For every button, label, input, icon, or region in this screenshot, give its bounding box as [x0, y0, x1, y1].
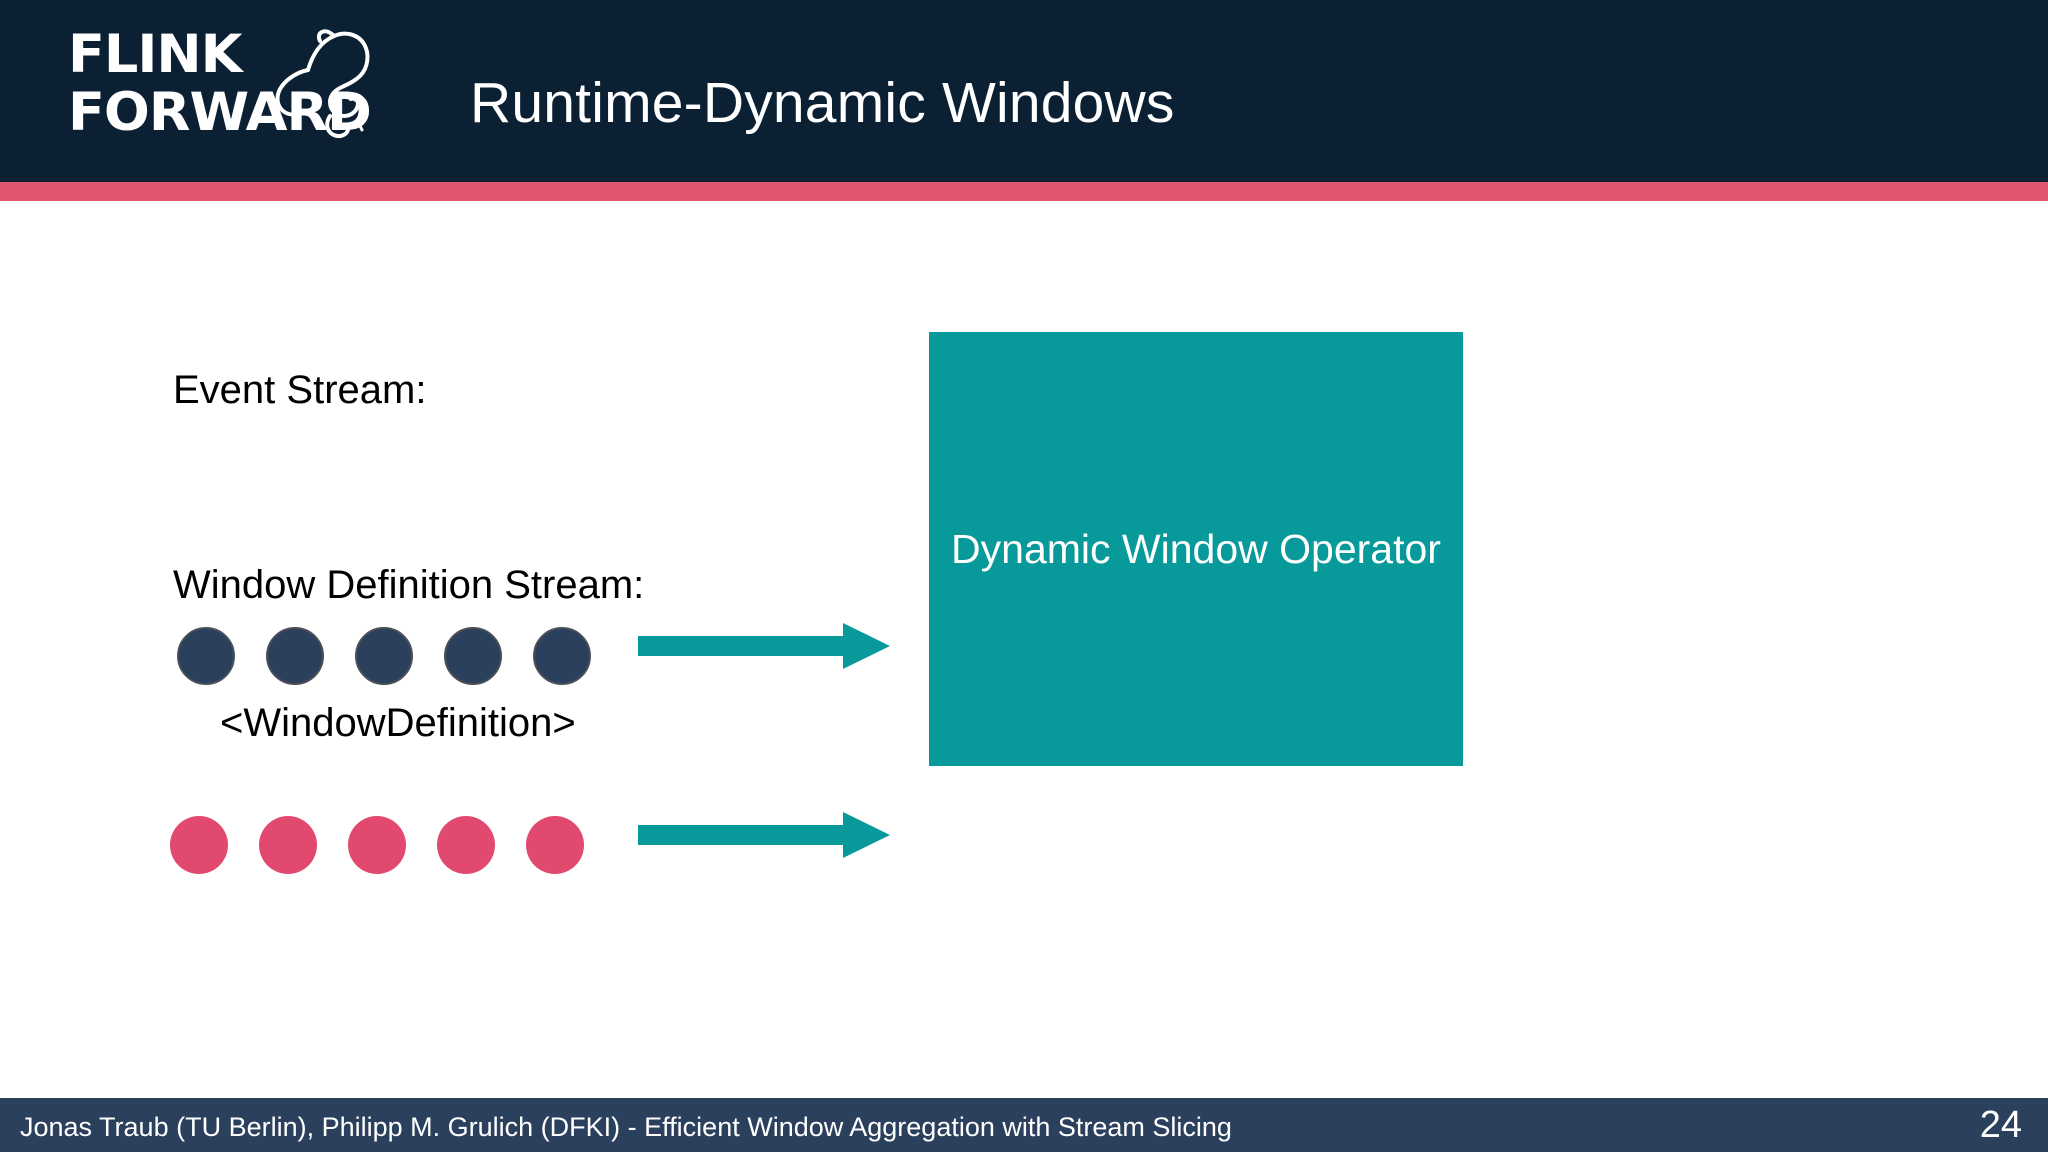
slide-header: FLINK FORWARD Runtime-Dynamic Windows	[0, 0, 2048, 182]
dynamic-window-operator-box: Dynamic Window Operator	[929, 332, 1463, 766]
squirrel-icon	[275, 29, 370, 139]
event-stream-label: Event Stream:	[173, 368, 427, 412]
definition-dot	[526, 816, 584, 874]
page-number: 24	[1979, 1104, 2022, 1146]
window-definition-stream-arrow-icon	[638, 812, 890, 858]
event-dot	[177, 627, 235, 685]
definition-dot	[170, 816, 228, 874]
event-dot	[444, 627, 502, 685]
dynamic-window-operator-label: Dynamic Window Operator	[951, 526, 1441, 572]
definition-dot	[259, 816, 317, 874]
slide-footer: Jonas Traub (TU Berlin), Philipp M. Grul…	[0, 1098, 2048, 1152]
definition-dot	[348, 816, 406, 874]
definition-dot	[437, 816, 495, 874]
window-definition-dots	[170, 816, 584, 874]
event-dot	[355, 627, 413, 685]
flink-forward-logo: FLINK FORWARD	[60, 12, 380, 162]
event-dot	[266, 627, 324, 685]
window-definition-type-label: <WindowDefinition>	[220, 701, 576, 745]
event-stream-dots	[177, 627, 591, 685]
page-title: Runtime-Dynamic Windows	[470, 71, 1175, 135]
footer-attribution: Jonas Traub (TU Berlin), Philipp M. Grul…	[20, 1112, 1232, 1142]
logo-wordmark: FLINK FORWARD	[68, 24, 372, 143]
header-accent-stripe	[0, 182, 2048, 201]
event-stream-arrow-icon	[638, 623, 890, 669]
slide-body: Event Stream: Window Definition Stream: …	[0, 201, 2048, 1098]
window-definition-stream-label: Window Definition Stream:	[173, 563, 645, 607]
event-dot	[533, 627, 591, 685]
